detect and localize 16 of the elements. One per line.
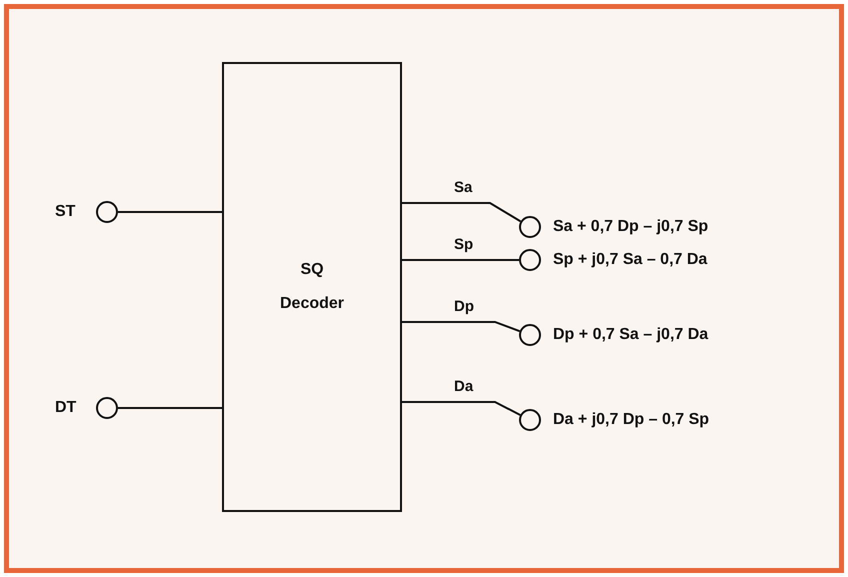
output-expression: Sa + 0,7 Dp – j0,7 Sp xyxy=(553,217,708,237)
edge-label: Dp xyxy=(452,298,476,316)
connector-line xyxy=(118,211,222,213)
connector-line xyxy=(118,407,222,409)
output-expression: Sp + j0,7 Sa – 0,7 Da xyxy=(553,250,708,270)
connector-line xyxy=(402,401,521,416)
edge-label: Sp xyxy=(452,236,476,254)
decoder-box xyxy=(222,62,402,512)
decoder-label: SQ Decoder xyxy=(278,260,346,314)
connector-line xyxy=(402,202,522,222)
output-expression: Dp + 0,7 Sa – j0,7 Da xyxy=(553,325,708,345)
terminal-label: DT xyxy=(55,398,76,418)
connector-line xyxy=(402,259,519,261)
terminal-label: ST xyxy=(55,202,76,222)
connector-line xyxy=(402,321,520,332)
output-expression: Da + j0,7 Dp – 0,7 Sp xyxy=(553,410,710,430)
